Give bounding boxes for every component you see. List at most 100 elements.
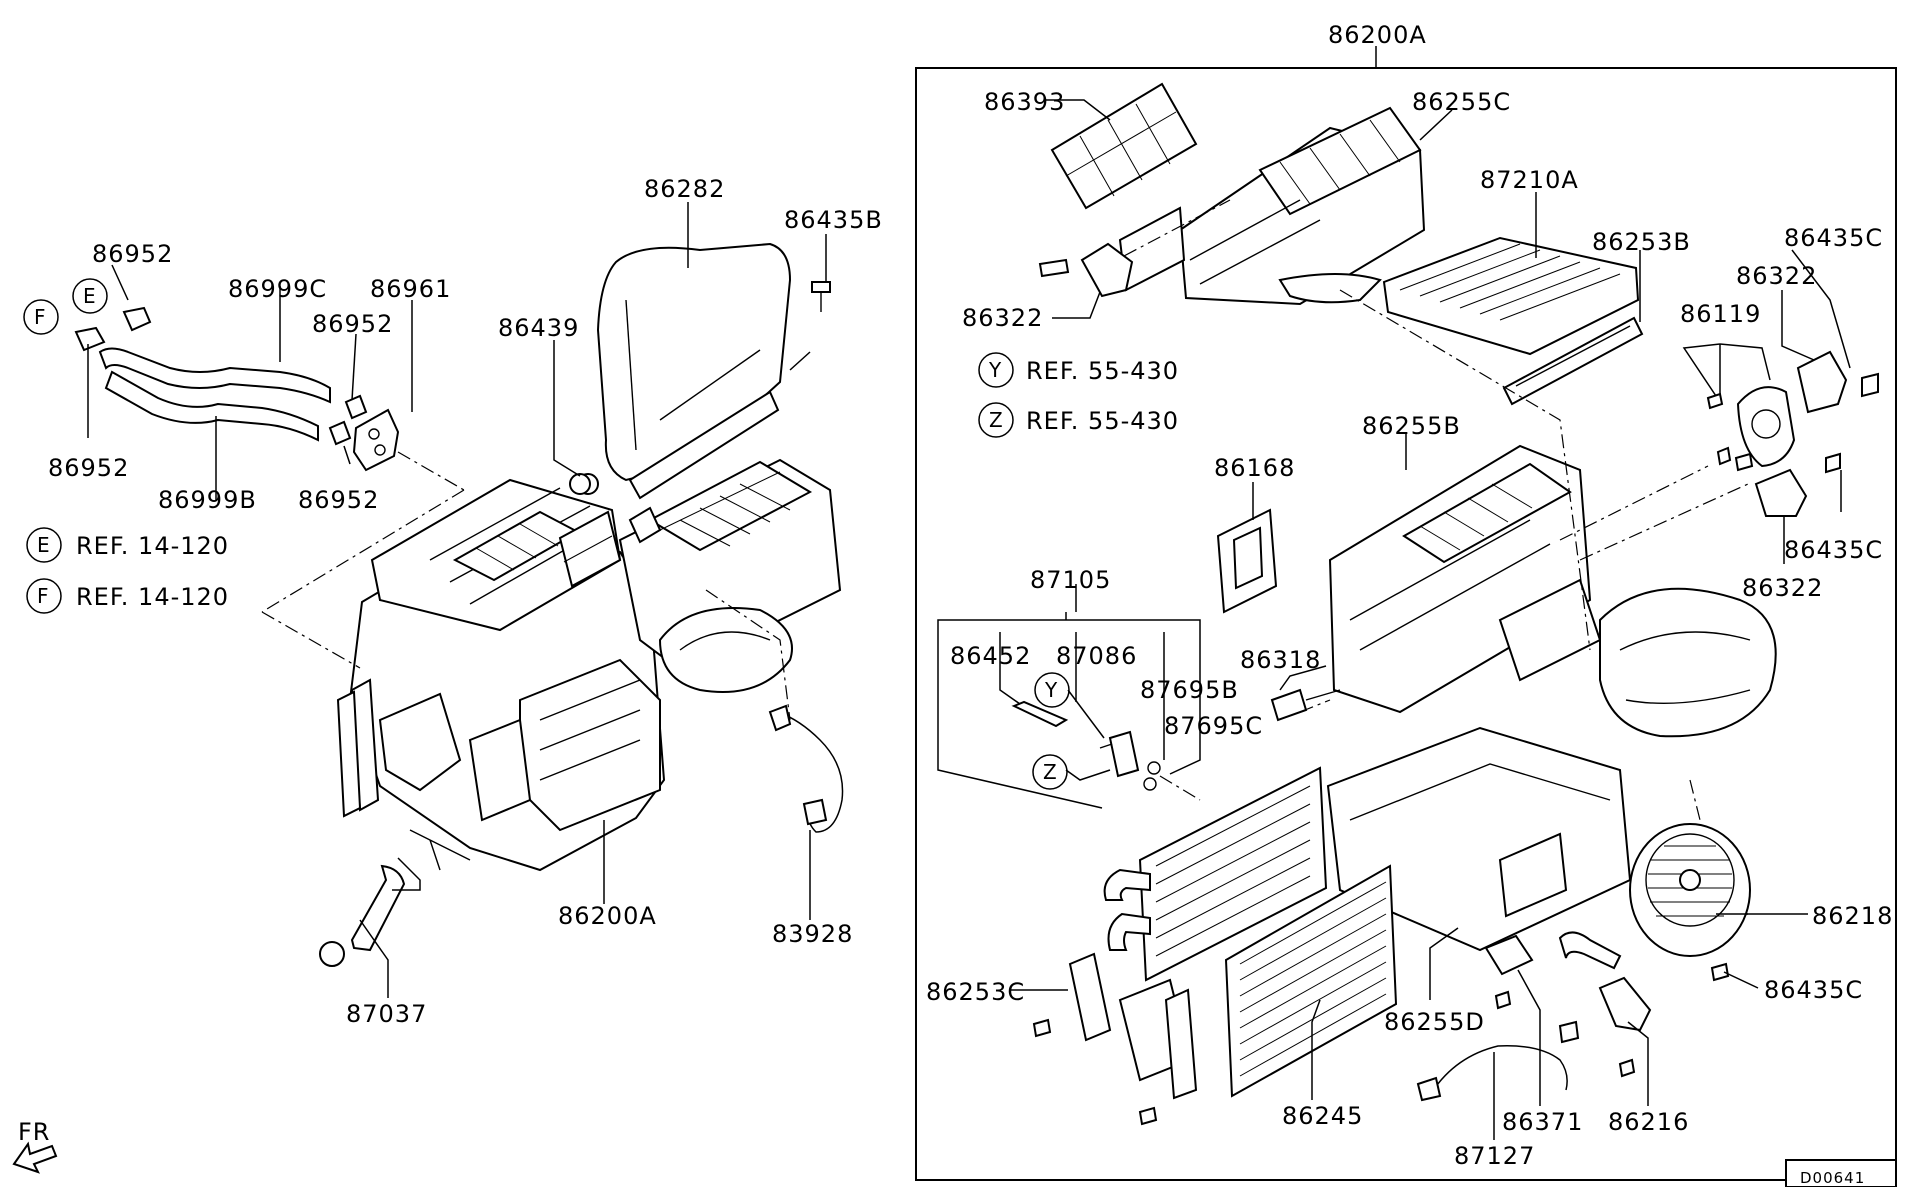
label-86322: 86322	[1736, 262, 1817, 290]
label-87037: 87037	[346, 1000, 427, 1028]
screen-86393	[1050, 82, 1198, 210]
label-86255b: 86255B	[1362, 412, 1461, 440]
label-86218: 86218	[1812, 902, 1893, 930]
heater-unit-assembly	[336, 458, 842, 872]
gasket-86961	[352, 408, 400, 472]
bracket-86216	[1598, 976, 1652, 1032]
harness-87127	[1431, 1045, 1568, 1093]
label-86253c: 86253C	[926, 978, 1025, 1006]
grommet-86439	[569, 473, 591, 495]
label-87105: 87105	[1030, 566, 1111, 594]
svg-text:REF. 14-120: REF. 14-120	[76, 532, 229, 560]
label-86952: 86952	[312, 310, 393, 338]
svg-text:FR: FR	[18, 1118, 50, 1146]
label-86322: 86322	[962, 304, 1043, 332]
svg-text:E: E	[83, 284, 96, 308]
callout-y-part: Y	[1034, 672, 1105, 739]
label-86999b: 86999B	[158, 486, 257, 514]
drawing-code-box	[1785, 1159, 1897, 1187]
label-86435b: 86435B	[784, 206, 883, 234]
callout-z-ref: Z REF. 55-430	[978, 402, 1179, 438]
label-83928: 83928	[772, 920, 853, 948]
label-86393: 86393	[984, 88, 1065, 116]
actuator-86322-c	[1754, 452, 1841, 517]
front-direction-arrow: FR	[12, 1118, 58, 1174]
label-86435c: 86435C	[1784, 536, 1883, 564]
callout-y-ref: Y REF. 55-430	[978, 352, 1179, 388]
tube-86218-side	[1558, 931, 1622, 970]
sensor-86318	[1270, 688, 1341, 722]
label-86245: 86245	[1282, 1102, 1363, 1130]
svg-text:F: F	[34, 305, 46, 329]
svg-text:Y: Y	[1044, 678, 1058, 702]
callout-e-ref: E REF. 14-120	[26, 527, 229, 563]
filter-cover-86282	[596, 242, 792, 500]
label-86439: 86439	[498, 314, 579, 342]
svg-text:REF. 14-120: REF. 14-120	[76, 583, 229, 611]
actuator-86322-b	[1796, 350, 1879, 414]
screw-86435b	[811, 281, 831, 312]
case-86255d	[1326, 726, 1632, 952]
svg-text:Y: Y	[988, 358, 1002, 382]
drawing-code: D00641	[1800, 1169, 1865, 1187]
label-86282: 86282	[644, 175, 725, 203]
callout-e-top: E	[72, 278, 108, 314]
svg-text:Z: Z	[989, 408, 1003, 432]
seal-86168	[1216, 508, 1278, 614]
label-86452: 86452	[950, 642, 1031, 670]
label-87086: 87086	[1056, 642, 1137, 670]
label-86253b: 86253B	[1592, 228, 1691, 256]
label-86318: 86318	[1240, 646, 1321, 674]
label-87695b: 87695B	[1140, 676, 1239, 704]
label-86999c: 86999C	[228, 275, 327, 303]
label-86435c: 86435C	[1764, 976, 1863, 1004]
label-86435c: 86435C	[1784, 224, 1883, 252]
link-86119	[1706, 386, 1796, 468]
label-87695c: 87695C	[1164, 712, 1263, 740]
callout-f-top: F	[23, 299, 59, 335]
seal-86253b	[1502, 316, 1644, 406]
label-86952: 86952	[92, 240, 173, 268]
sensor-86371	[1484, 934, 1534, 976]
top-grille	[452, 510, 622, 588]
svg-text:F: F	[37, 584, 49, 608]
assembly-frame	[915, 67, 1897, 1181]
label-86952: 86952	[298, 486, 379, 514]
label-86168: 86168	[1214, 454, 1295, 482]
evaporator	[1103, 766, 1328, 982]
label-86216: 86216	[1608, 1108, 1689, 1136]
case-86255c	[1118, 106, 1426, 306]
expansion-valve-87086	[1099, 730, 1140, 778]
label-87210a: 87210A	[1480, 166, 1579, 194]
label-86255d: 86255D	[1384, 1008, 1485, 1036]
bolt-86452	[1011, 700, 1069, 728]
harness-83928	[768, 704, 844, 833]
hose-clamp-86952	[74, 306, 368, 446]
o-ring-87695b	[1147, 761, 1161, 775]
blower-motor-86218	[1629, 823, 1751, 957]
label-86322: 86322	[1742, 574, 1823, 602]
label-87127: 87127	[1454, 1142, 1535, 1170]
o-ring-87695c	[1143, 777, 1157, 791]
label-86200a: 86200A	[558, 902, 657, 930]
svg-text:REF. 55-430: REF. 55-430	[1026, 357, 1179, 385]
svg-text:REF. 55-430: REF. 55-430	[1026, 407, 1179, 435]
case-86255b	[1328, 444, 1777, 738]
callout-f-ref: F REF. 14-120	[26, 578, 229, 614]
heater-core-86245	[1224, 864, 1398, 1098]
label-86952: 86952	[48, 454, 129, 482]
label-86961: 86961	[370, 275, 451, 303]
heater-hose-86999c	[98, 347, 331, 442]
filter-87210a	[1382, 236, 1640, 356]
label-86255c: 86255C	[1412, 88, 1511, 116]
svg-text:Z: Z	[1043, 760, 1057, 784]
bracket-86253c	[1068, 952, 1198, 1100]
actuator-86322-a	[1038, 242, 1134, 298]
label-86371: 86371	[1502, 1108, 1583, 1136]
label-86200a-box: 86200A	[1328, 21, 1427, 49]
svg-text:E: E	[37, 533, 50, 557]
drain-hose-87037	[319, 864, 406, 967]
label-86119: 86119	[1680, 300, 1761, 328]
callout-z-part: Z	[1032, 754, 1111, 790]
